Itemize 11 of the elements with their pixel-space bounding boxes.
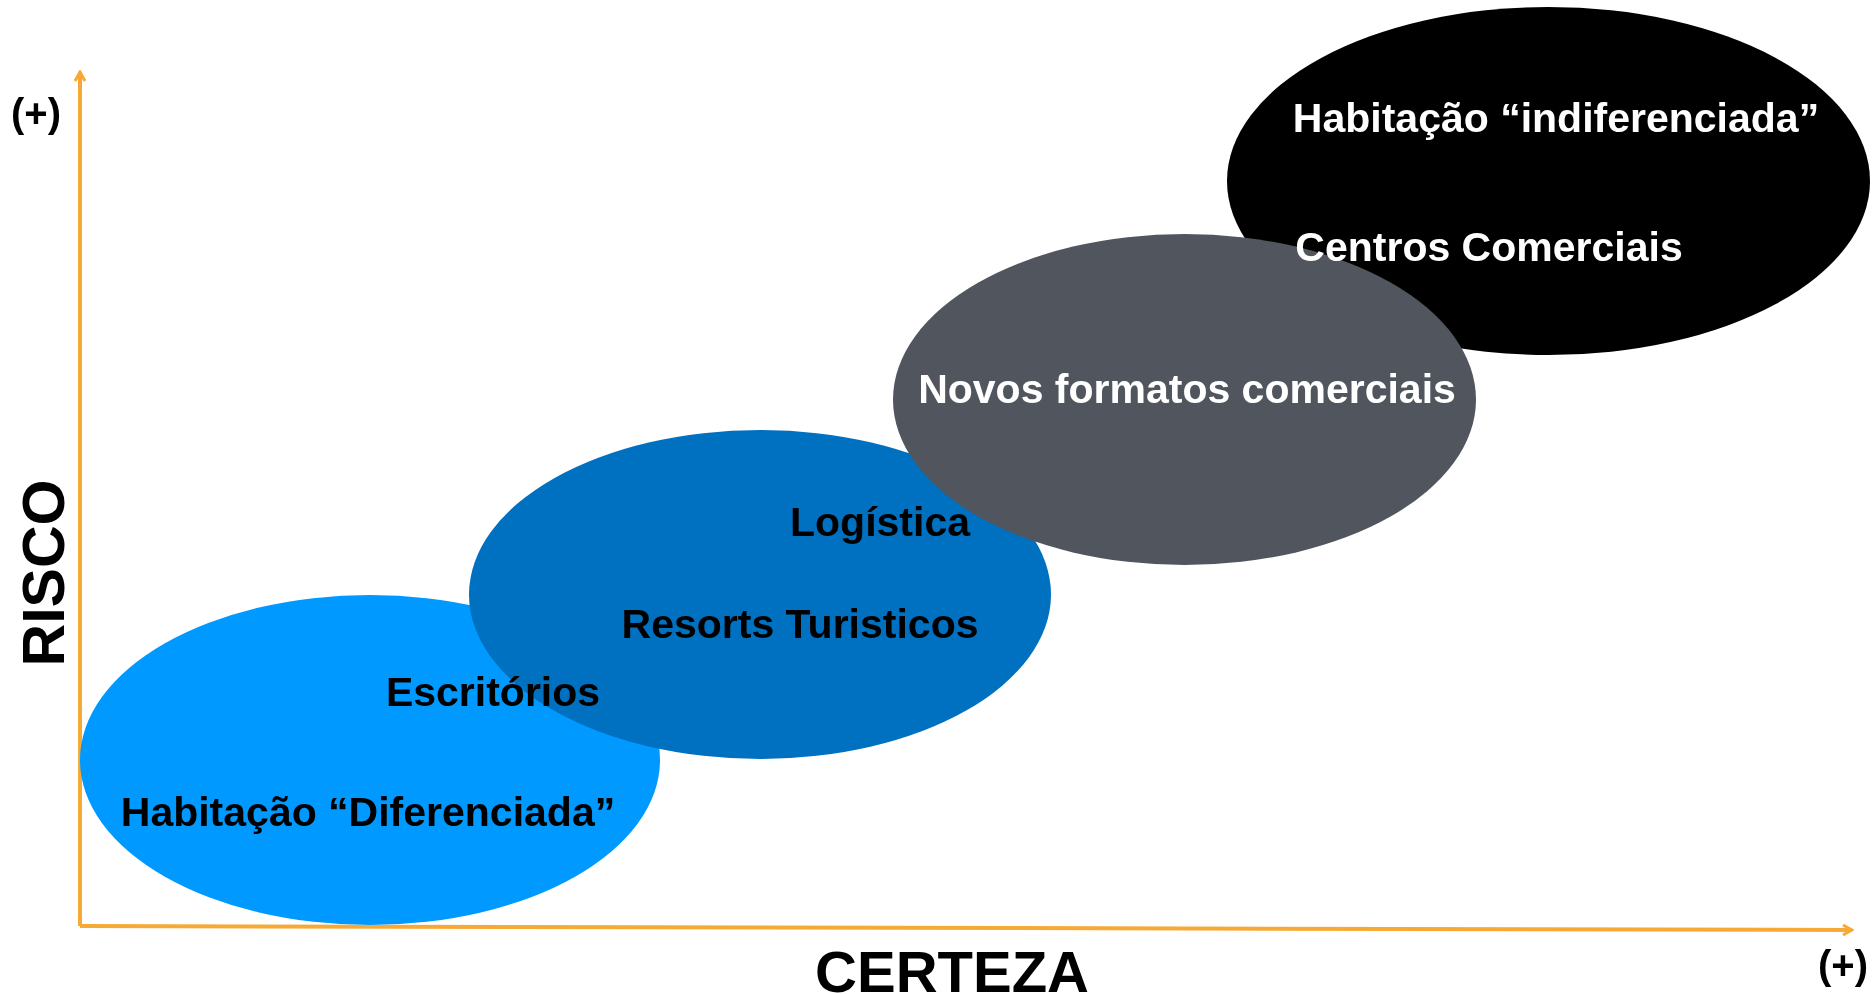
- ellipse-label: Resorts Turisticos: [621, 603, 979, 645]
- axis-label: (+): [11, 93, 61, 133]
- ellipse-label: Habitação “indiferenciada”: [1292, 97, 1820, 139]
- axis-label: (+): [1818, 945, 1868, 985]
- ellipse-label: Escritórios: [385, 671, 601, 713]
- ellipse-label: Novos formatos comerciais: [918, 368, 1456, 410]
- ellipse-label: Centros Comerciais: [1295, 226, 1683, 268]
- ellipse-label: Habitação “Diferenciada”: [120, 791, 616, 833]
- axis-label: RISCO: [14, 479, 74, 667]
- ellipse-label: Logística: [790, 501, 970, 543]
- axis-label: CERTEZA: [815, 943, 1089, 994]
